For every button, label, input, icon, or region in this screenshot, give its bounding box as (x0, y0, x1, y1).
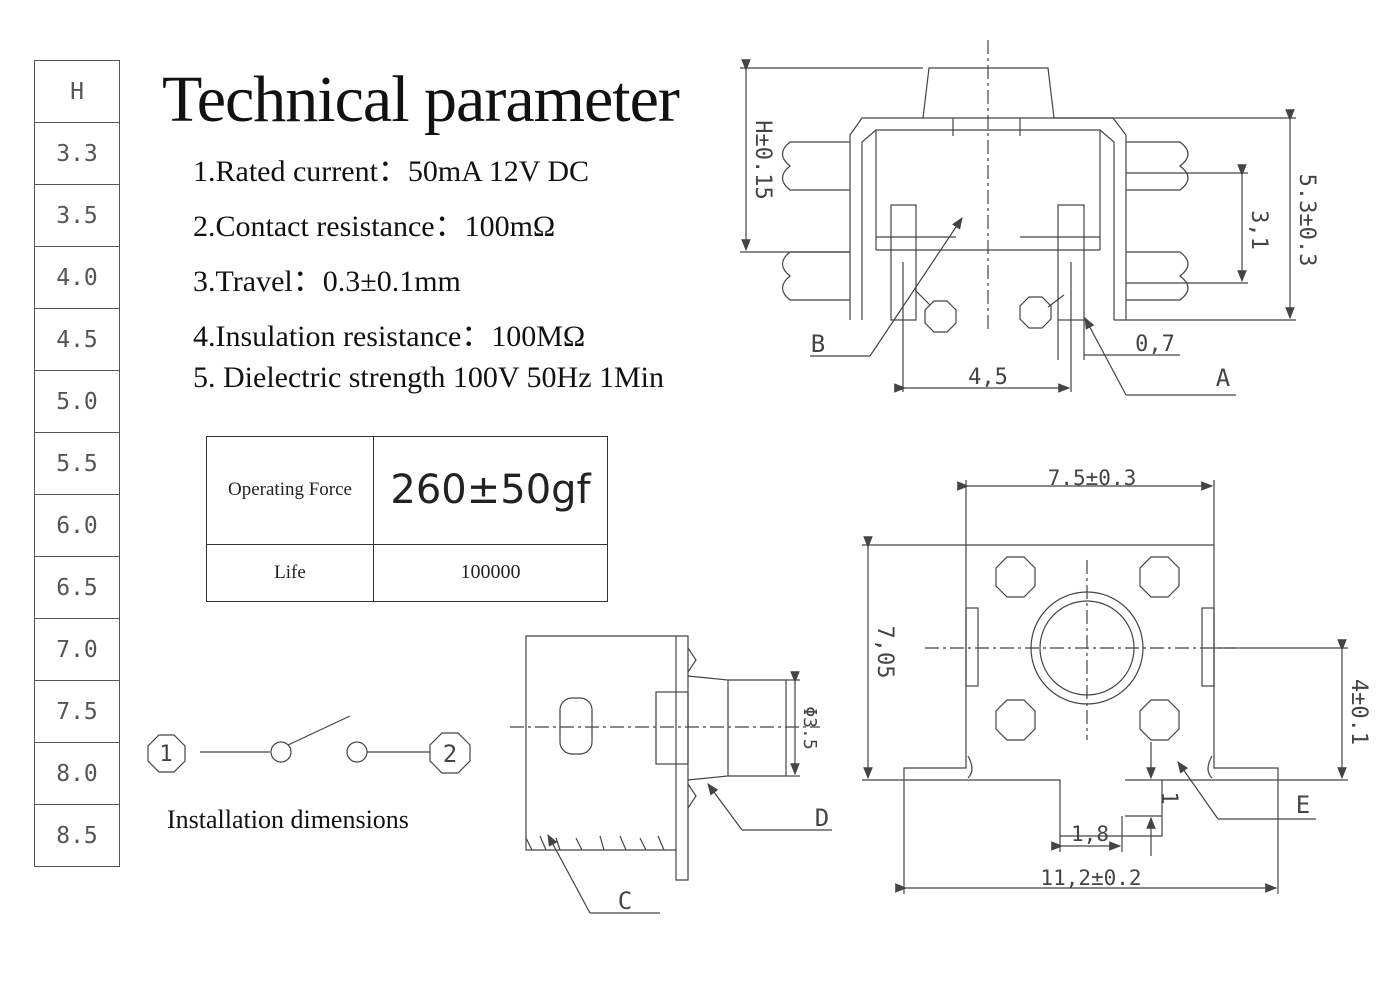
height-table-cell: 4.0 (35, 247, 119, 309)
dim-0-7: 0,7 (1135, 332, 1175, 357)
top-view (862, 480, 1348, 894)
height-table-cell: 8.0 (35, 743, 119, 805)
pin1-octagon (147, 734, 186, 773)
height-table-cell: 4.5 (35, 309, 119, 371)
operating-force-value: 260±50gf (373, 436, 608, 545)
dim-4-5: 4,5 (968, 365, 1008, 390)
dim-phi: Φ3.5 (799, 706, 820, 749)
height-table-cell: 6.5 (35, 557, 119, 619)
height-table-cell: 3.3 (35, 123, 119, 185)
dim-5-3: 5.3±0.3 (1294, 174, 1319, 267)
label-e: E (1296, 791, 1310, 819)
param-contact-resistance: 2.Contact resistance：100mΩ (193, 210, 556, 243)
label-c: C (618, 887, 632, 915)
life-label: Life (206, 543, 374, 603)
height-table-cell: 5.0 (35, 371, 119, 433)
page-title: Technical parameter (162, 63, 680, 136)
dim-3-1: 3,1 (1246, 210, 1271, 250)
height-table-cell: 6.0 (35, 495, 119, 557)
pin1-label: 1 (159, 742, 172, 767)
param-dielectric-strength: 5. Dielectric strength 100V 50Hz 1Min (193, 361, 665, 394)
operating-force-label: Operating Force (206, 436, 374, 545)
pin2-label: 2 (443, 740, 457, 768)
param-travel: 3.Travel：0.3±0.1mm (193, 265, 461, 298)
height-table-cell: 3.5 (35, 185, 119, 247)
dim-1-8: 1,8 (1071, 822, 1109, 846)
height-table-header: H (35, 61, 119, 123)
spec-table: Operating Force 260±50gf Life 100000 (206, 436, 608, 603)
dim-1: 1 (1156, 791, 1181, 804)
label-d: D (815, 804, 829, 832)
side-view (510, 635, 832, 914)
dim-11-2: 11,2±0.2 (1040, 866, 1141, 890)
dim-4: 4±0.1 (1346, 679, 1371, 745)
label-a: A (1216, 364, 1231, 392)
dim-7-05: 7,05 (872, 626, 897, 679)
dim-7-5: 7.5±0.3 (1048, 466, 1137, 490)
param-insulation-resistance: 4.Insulation resistance：100MΩ (193, 320, 586, 353)
height-table-cell: 7.5 (35, 681, 119, 743)
dim-h: H±0.15 (750, 120, 775, 199)
label-b: B (811, 330, 825, 358)
height-table-cell: 7.0 (35, 619, 119, 681)
front-view (740, 40, 1296, 396)
height-table-cell: 5.5 (35, 433, 119, 495)
pin2-octagon (429, 732, 471, 774)
installation-label: Installation dimensions (167, 805, 409, 834)
height-table-cell: 8.5 (56, 822, 98, 849)
life-value: 100000 (373, 543, 608, 603)
param-rated-current: 1.Rated current：50mA 12V DC (193, 155, 590, 188)
switch-schematic (147, 715, 471, 774)
